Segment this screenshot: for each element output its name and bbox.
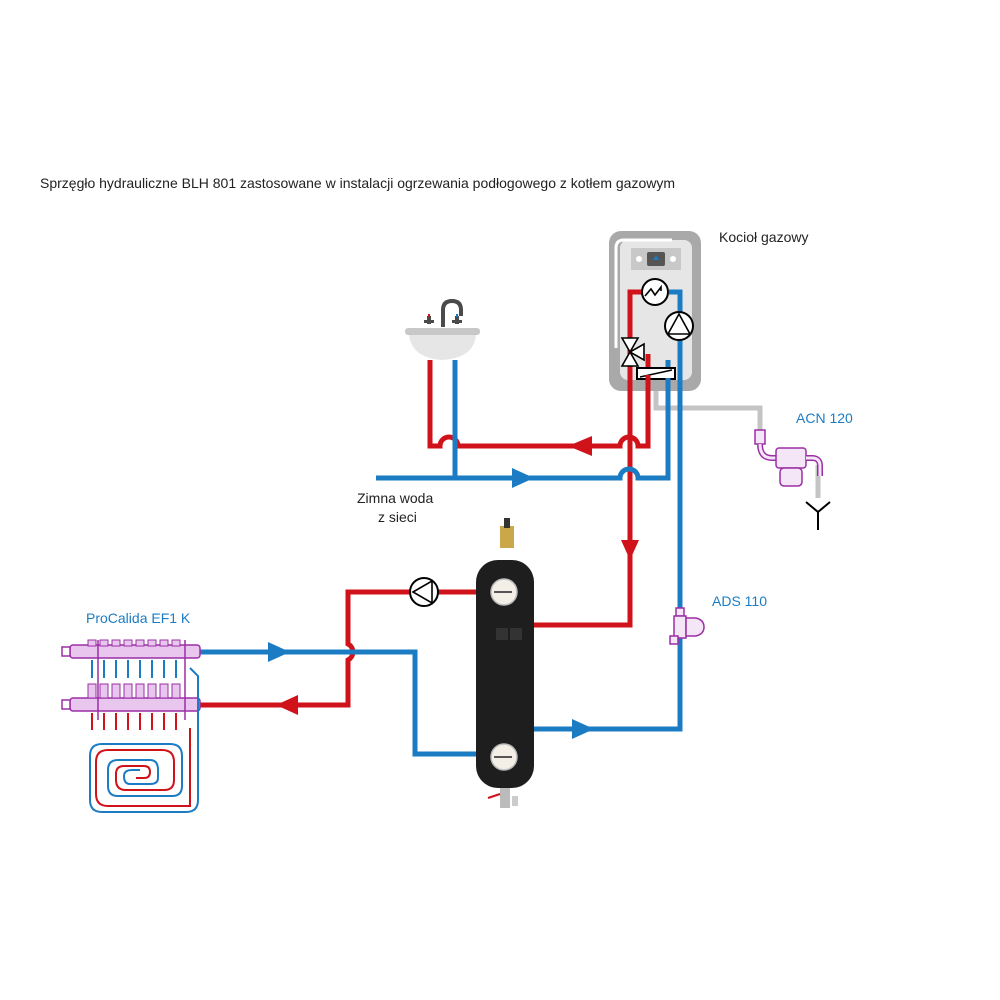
boiler-return-pipe (669, 289, 683, 580)
flame-icon (653, 255, 659, 260)
cold-water-label-line2: z sieci (378, 509, 417, 525)
boiler-label: Kocioł gazowy (719, 229, 809, 245)
boiler-return-line (532, 580, 683, 732)
dhw-hot-pipe (427, 360, 651, 449)
hydraulic-separator-blh801 (476, 518, 534, 808)
manifold-label: ProCalida EF1 K (86, 610, 191, 626)
diagram-title: Sprzęgło hydrauliczne BLH 801 zastosowan… (40, 175, 676, 191)
acn120-neutralizer (754, 429, 823, 487)
acn120-label: ACN 120 (796, 410, 853, 426)
boiler-supply-pipe (532, 500, 633, 628)
flow-arrow-left-2 (276, 695, 298, 715)
flow-arrow-down (621, 540, 639, 560)
ads110-filter (669, 607, 705, 645)
flow-arrow-right-2 (572, 719, 594, 739)
manifold-procalida (61, 640, 201, 720)
plate-exchanger-icon (636, 367, 676, 380)
cold-water-label-line1: Zimna woda (357, 490, 434, 506)
three-way-valve-icon (620, 337, 645, 367)
floor-heating-loop (89, 667, 199, 813)
heat-exchanger-icon (641, 278, 669, 306)
boiler-hot-pipe (627, 289, 645, 500)
manifold-circuits (91, 660, 177, 730)
pump-icon (409, 577, 439, 607)
cold-water-supply-pipe (376, 378, 671, 481)
heating-supply-pipe (200, 589, 476, 708)
sink-icon (405, 298, 480, 360)
flow-arrow-right (512, 468, 534, 488)
flow-arrow-right-3 (268, 642, 290, 662)
ads110-label: ADS 110 (712, 593, 767, 609)
flow-arrow-left (568, 436, 592, 456)
pump-icon (664, 311, 694, 341)
drain-icon (805, 501, 831, 530)
heating-return-pipe (200, 649, 476, 757)
manifold-valves (87, 639, 181, 699)
